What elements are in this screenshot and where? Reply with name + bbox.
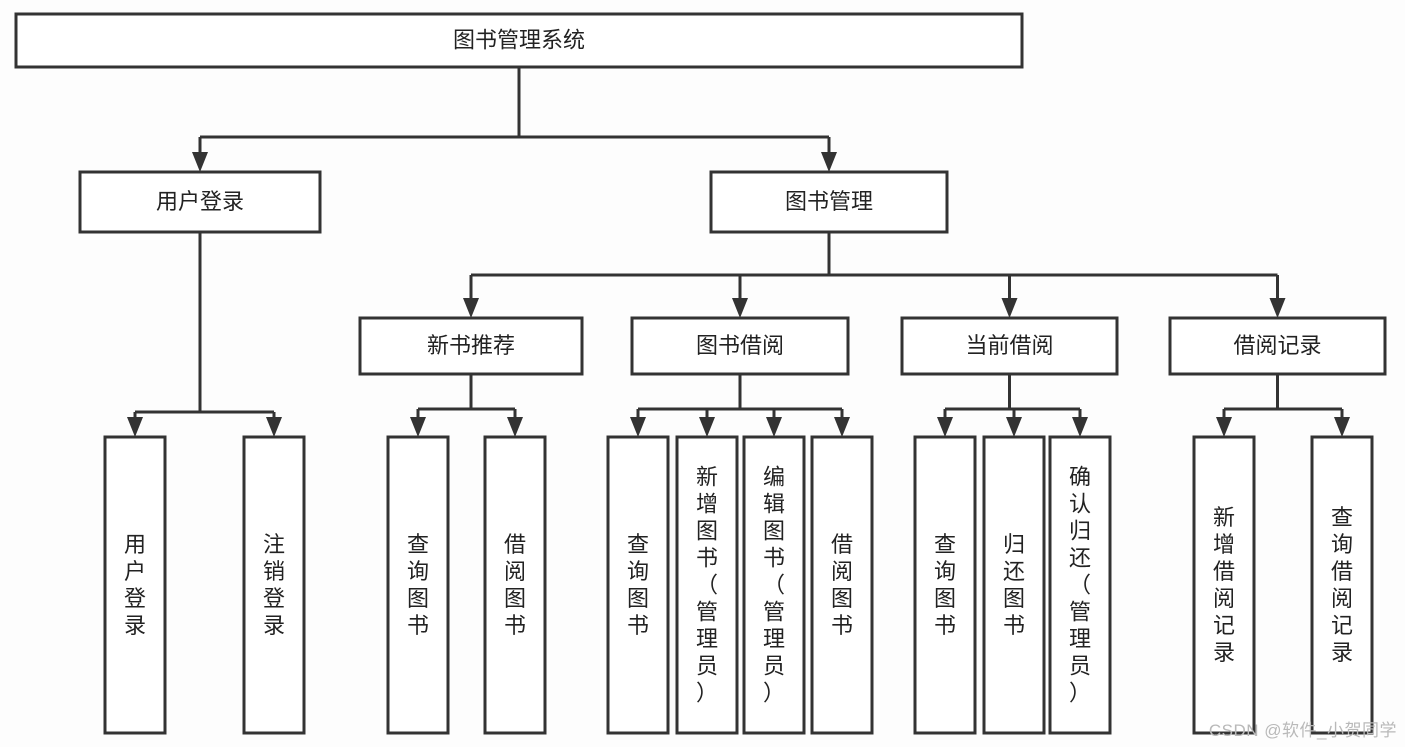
node-book-manage-box: [709, 170, 949, 234]
node-leaf-recommend-borrow-book-box: [483, 435, 547, 735]
arrow-head-icon: [463, 298, 479, 318]
node-boxes: 图书管理系统用户登录图书管理新书推荐图书借阅当前借阅借阅记录用户登录注销登录查询…: [14, 12, 1387, 735]
arrow-head-icon: [699, 417, 715, 437]
node-root-system-label: 图书管理系统: [453, 27, 585, 52]
node-root-system-box: [14, 12, 1024, 69]
node-leaf-user-logout-label: 注销登录: [263, 532, 285, 638]
arrow-head-icon: [1001, 298, 1018, 318]
arrow-head-icon: [1269, 298, 1286, 318]
node-leaf-borrow-borrow-book-label: 借阅图书: [831, 532, 853, 638]
node-leaf-current-query-book-box: [913, 435, 977, 735]
node-leaf-recommend-query-book[interactable]: 查询图书: [386, 435, 450, 735]
node-leaf-borrow-edit-book[interactable]: 编辑图书（管理员）: [742, 435, 806, 735]
node-book-borrow-box: [630, 316, 850, 376]
arrow-head-icon: [732, 298, 748, 318]
node-current-borrow[interactable]: 当前借阅: [900, 316, 1119, 376]
arrow-head-icon: [192, 152, 208, 172]
node-leaf-recommend-query-book-label: 查询图书: [407, 532, 429, 638]
node-leaf-user-logout-box: [242, 435, 306, 735]
connector-lines: [127, 67, 1350, 437]
arrow-head-icon: [127, 417, 143, 437]
watermark-text: CSDN @软件_小贺同学: [1208, 721, 1397, 740]
node-book-manage[interactable]: 图书管理: [709, 170, 949, 234]
node-leaf-record-add-box: [1192, 435, 1256, 735]
node-book-manage-label: 图书管理: [785, 189, 873, 214]
node-leaf-borrow-borrow-book-box: [810, 435, 874, 735]
arrow-head-icon: [1216, 417, 1232, 437]
node-leaf-current-confirm-return-box: [1048, 435, 1112, 735]
node-root-system[interactable]: 图书管理系统: [14, 12, 1024, 69]
node-leaf-current-query-book-label: 查询图书: [934, 532, 956, 638]
node-book-borrow[interactable]: 图书借阅: [630, 316, 850, 376]
node-leaf-user-logout[interactable]: 注销登录: [242, 435, 306, 735]
node-leaf-record-add-label: 新增借阅记录: [1213, 505, 1235, 665]
node-leaf-recommend-borrow-book-label: 借阅图书: [504, 532, 526, 638]
node-leaf-borrow-query-book[interactable]: 查询图书: [606, 435, 670, 735]
node-borrow-record-label: 借阅记录: [1233, 333, 1321, 358]
node-leaf-current-return-book[interactable]: 归还图书: [982, 435, 1046, 735]
arrow-head-icon: [1006, 417, 1022, 437]
node-user-login-label: 用户登录: [156, 189, 244, 214]
arrow-head-icon: [821, 152, 837, 172]
node-leaf-current-return-book-label: 归还图书: [1003, 532, 1025, 638]
arrow-head-icon: [834, 417, 850, 437]
node-leaf-current-confirm-return-label: 确认归还（管理员）: [1069, 465, 1091, 706]
node-leaf-current-return-book-box: [982, 435, 1046, 735]
node-leaf-user-login-box: [103, 435, 167, 735]
arrow-head-icon: [266, 417, 282, 437]
node-leaf-record-query-label: 查询借阅记录: [1331, 505, 1353, 665]
node-borrow-record[interactable]: 借阅记录: [1168, 316, 1387, 376]
node-current-borrow-label: 当前借阅: [965, 333, 1053, 358]
arrow-head-icon: [630, 417, 646, 437]
node-leaf-user-login[interactable]: 用户登录: [103, 435, 167, 735]
arrow-head-icon: [507, 417, 523, 437]
node-leaf-current-confirm-return[interactable]: 确认归还（管理员）: [1048, 435, 1112, 735]
node-leaf-borrow-edit-book-label: 编辑图书（管理员）: [763, 465, 785, 706]
node-leaf-borrow-add-book-label: 新增图书（管理员）: [696, 465, 718, 706]
node-leaf-record-query[interactable]: 查询借阅记录: [1310, 435, 1374, 735]
node-leaf-record-query-box: [1310, 435, 1374, 735]
node-leaf-borrow-query-book-box: [606, 435, 670, 735]
node-leaf-recommend-query-book-box: [386, 435, 450, 735]
arrow-head-icon: [937, 417, 953, 437]
node-leaf-current-query-book[interactable]: 查询图书: [913, 435, 977, 735]
arrow-head-icon: [1334, 417, 1350, 437]
arrow-head-icon: [410, 417, 426, 437]
node-leaf-user-login-label: 用户登录: [124, 532, 146, 638]
node-current-borrow-box: [900, 316, 1119, 376]
node-leaf-borrow-add-book-box: [675, 435, 739, 735]
node-user-login-box: [78, 170, 322, 234]
node-new-book-recommend[interactable]: 新书推荐: [358, 316, 584, 376]
node-leaf-record-add[interactable]: 新增借阅记录: [1192, 435, 1256, 735]
node-leaf-borrow-borrow-book[interactable]: 借阅图书: [810, 435, 874, 735]
node-leaf-borrow-query-book-label: 查询图书: [627, 532, 649, 638]
node-leaf-recommend-borrow-book[interactable]: 借阅图书: [483, 435, 547, 735]
node-book-borrow-label: 图书借阅: [696, 333, 784, 358]
node-user-login[interactable]: 用户登录: [78, 170, 322, 234]
node-borrow-record-box: [1168, 316, 1387, 376]
node-new-book-recommend-label: 新书推荐: [427, 333, 515, 358]
node-leaf-borrow-edit-book-box: [742, 435, 806, 735]
arrow-head-icon: [1072, 417, 1088, 437]
node-new-book-recommend-box: [358, 316, 584, 376]
arrow-head-icon: [766, 417, 782, 437]
node-leaf-borrow-add-book[interactable]: 新增图书（管理员）: [675, 435, 739, 735]
